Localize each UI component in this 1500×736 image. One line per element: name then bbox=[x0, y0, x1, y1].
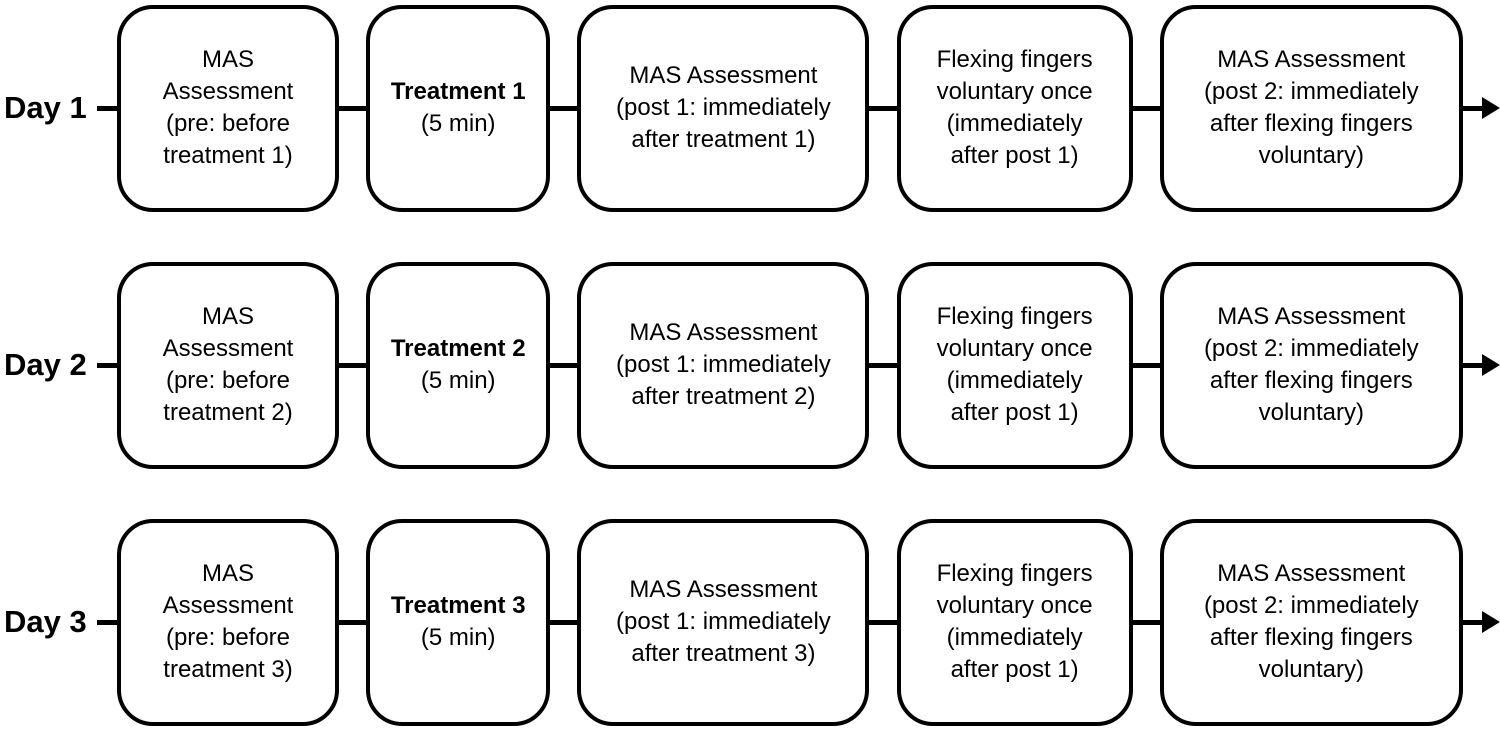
connector-line bbox=[339, 105, 367, 111]
connector-line bbox=[869, 105, 897, 111]
connector-line bbox=[339, 362, 367, 368]
flow-box-flexing-fingers: Flexing fingers voluntary once (immediat… bbox=[896, 4, 1133, 212]
flow-box-flexing-fingers: Flexing fingers voluntary once (immediat… bbox=[896, 518, 1133, 726]
arrow-line bbox=[1462, 105, 1483, 111]
connector-line bbox=[1132, 619, 1160, 625]
day-row-3: Day 3 MAS Assessment (pre: before treatm… bbox=[0, 518, 1500, 726]
flow-box-post1-assessment: MAS Assessment (post 1: immediately afte… bbox=[577, 261, 870, 469]
flow-box-subtitle: (5 min) bbox=[420, 367, 496, 394]
flow-box-subtitle: (5 min) bbox=[420, 624, 496, 651]
flow-box-pre-assessment: MAS Assessment (pre: before treatment 2) bbox=[117, 261, 339, 469]
flow-box-post1-assessment: MAS Assessment (post 1: immediately afte… bbox=[577, 4, 870, 212]
connector-line bbox=[339, 619, 367, 625]
flow-box-post2-assessment: MAS Assessment (post 2: immediately afte… bbox=[1159, 261, 1463, 469]
arrow-line bbox=[1462, 619, 1483, 625]
flow-box-text: MAS Assessment (post 2: immediately afte… bbox=[1203, 46, 1419, 169]
day-label: Day 2 bbox=[4, 347, 87, 382]
flow-box-text: Flexing fingers voluntary once (immediat… bbox=[936, 303, 1093, 426]
flow-box-text: MAS Assessment (pre: before treatment 1) bbox=[162, 46, 294, 169]
flow-box-title: Treatment 2 bbox=[390, 335, 526, 362]
day-row-1: Day 1 MAS Assessment (pre: before treatm… bbox=[0, 4, 1500, 212]
flow-box-treatment: Treatment 2 (5 min) bbox=[366, 261, 551, 469]
flow-box-treatment: Treatment 1 (5 min) bbox=[366, 4, 551, 212]
connector-line bbox=[97, 619, 117, 625]
flow-box-text: MAS Assessment (pre: before treatment 3) bbox=[162, 560, 294, 683]
flow-box-treatment: Treatment 3 (5 min) bbox=[366, 518, 551, 726]
connector-line bbox=[550, 105, 578, 111]
flow-box-text: MAS Assessment (pre: before treatment 2) bbox=[162, 303, 294, 426]
arrow-right-icon bbox=[1462, 611, 1500, 633]
connector-line bbox=[550, 362, 578, 368]
flow-box-text: MAS Assessment (post 1: immediately afte… bbox=[616, 576, 831, 667]
arrow-right-icon bbox=[1462, 97, 1500, 119]
flow-box-text: MAS Assessment (post 1: immediately afte… bbox=[616, 62, 831, 153]
flow-box-post2-assessment: MAS Assessment (post 2: immediately afte… bbox=[1159, 4, 1463, 212]
flow-box-title: Treatment 3 bbox=[390, 592, 526, 619]
flow-box-post1-assessment: MAS Assessment (post 1: immediately afte… bbox=[577, 518, 870, 726]
arrow-head bbox=[1482, 354, 1500, 376]
arrow-line bbox=[1462, 362, 1483, 368]
day-label: Day 3 bbox=[4, 604, 87, 639]
flow-box-text: MAS Assessment (post 2: immediately afte… bbox=[1203, 560, 1419, 683]
arrow-right-icon bbox=[1462, 354, 1500, 376]
flow-box-text: Flexing fingers voluntary once (immediat… bbox=[936, 560, 1093, 683]
connector-line bbox=[869, 362, 897, 368]
flow-box-subtitle: (5 min) bbox=[420, 110, 496, 137]
flow-box-post2-assessment: MAS Assessment (post 2: immediately afte… bbox=[1159, 518, 1463, 726]
connector-line bbox=[869, 619, 897, 625]
flow-box-text: Flexing fingers voluntary once (immediat… bbox=[936, 46, 1093, 169]
arrow-head bbox=[1482, 97, 1500, 119]
connector-line bbox=[1132, 105, 1160, 111]
day-row-2: Day 2 MAS Assessment (pre: before treatm… bbox=[0, 261, 1500, 469]
flow-box-title: Treatment 1 bbox=[390, 78, 526, 105]
connector-line bbox=[1132, 362, 1160, 368]
connector-line bbox=[97, 362, 117, 368]
flow-box-pre-assessment: MAS Assessment (pre: before treatment 1) bbox=[117, 4, 339, 212]
flow-box-flexing-fingers: Flexing fingers voluntary once (immediat… bbox=[896, 261, 1133, 469]
flow-box-pre-assessment: MAS Assessment (pre: before treatment 3) bbox=[117, 518, 339, 726]
connector-line bbox=[550, 619, 578, 625]
arrow-head bbox=[1482, 611, 1500, 633]
connector-line bbox=[97, 105, 117, 111]
flow-box-text: MAS Assessment (post 2: immediately afte… bbox=[1203, 303, 1419, 426]
day-label: Day 1 bbox=[4, 90, 87, 125]
flow-box-text: MAS Assessment (post 1: immediately afte… bbox=[616, 319, 831, 410]
